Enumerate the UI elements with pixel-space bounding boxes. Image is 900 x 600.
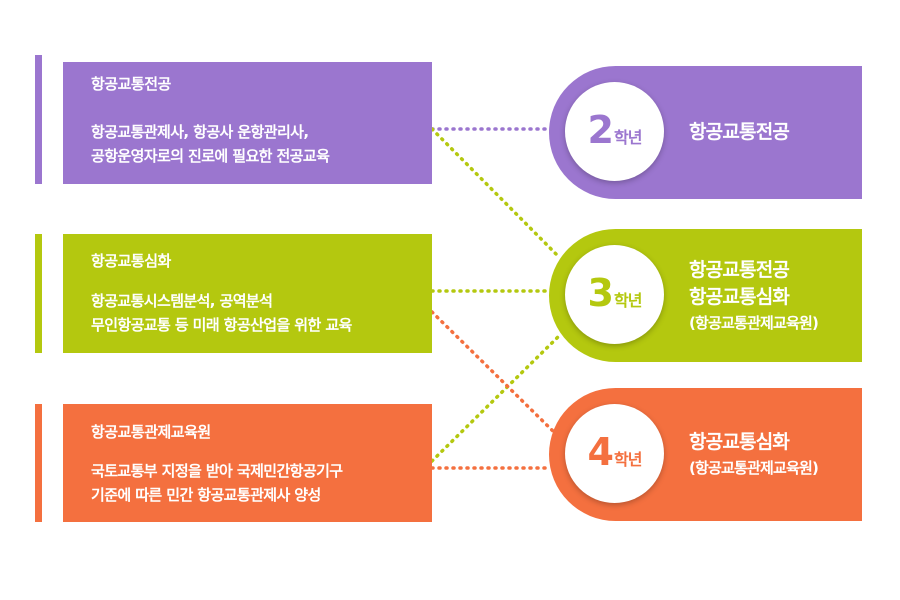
year3-line1: 항공교통전공 <box>689 258 790 281</box>
track1-desc-line1: 항공교통관제사, 항공사 운항관리사, <box>91 123 309 141</box>
track2-desc-line2: 무인항공교통 등 미래 항공산업을 위한 교육 <box>91 316 352 334</box>
year2-number: 2 <box>587 108 614 152</box>
track3-desc-line2: 기준에 따른 민간 항공교통관제사 양성 <box>91 486 321 504</box>
year3-number: 3 <box>587 271 614 315</box>
year3-label: 항공교통전공 항공교통심화 (항공교통관제교육원) <box>689 229 819 362</box>
year2-badge: 2 학년 <box>565 82 664 181</box>
year4-number: 4 <box>587 430 614 474</box>
track3-accent-bar <box>35 404 42 522</box>
track1-accent-bar <box>35 55 42 184</box>
year3-pill: 3 학년 항공교통전공 항공교통심화 (항공교통관제교육원) <box>549 229 862 362</box>
year2-line1: 항공교통전공 <box>689 121 790 143</box>
connector-track2-year4 <box>430 310 562 440</box>
year4-sub: (항공교통관제교육원) <box>689 459 819 477</box>
track1-desc: 항공교통관제사, 항공사 운항관리사, 공항운영자로의 진로에 필요한 전공교육 <box>91 120 330 168</box>
year3-unit: 학년 <box>614 291 642 310</box>
year2-pill: 2 학년 항공교통전공 <box>549 66 862 199</box>
track2-box: 항공교통심화 항공교통시스템분석, 공역분석 무인항공교통 등 미래 항공산업을… <box>63 234 432 353</box>
track2-accent-bar <box>35 234 42 353</box>
track2-desc-line1: 항공교통시스템분석, 공역분석 <box>91 292 273 310</box>
connector-track1-year3 <box>430 127 562 260</box>
track3-title: 항공교통관제교육원 <box>91 423 211 441</box>
track1-title: 항공교통전공 <box>91 75 171 93</box>
year4-pill: 4 학년 항공교통심화 (항공교통관제교육원) <box>549 388 862 521</box>
year4-label: 항공교통심화 (항공교통관제교육원) <box>689 388 819 521</box>
year2-unit: 학년 <box>614 128 642 147</box>
year4-unit: 학년 <box>614 450 642 469</box>
year3-sub: (항공교통관제교육원) <box>689 313 819 332</box>
track2-title: 항공교통심화 <box>91 252 171 270</box>
track3-box: 항공교통관제교육원 국토교통부 지정을 받아 국제민간항공기구 기준에 따른 민… <box>63 404 432 522</box>
year2-label: 항공교통전공 <box>689 66 790 199</box>
year4-line1: 항공교통심화 <box>689 431 790 453</box>
year3-line2: 항공교통심화 <box>689 285 790 308</box>
track1-box: 항공교통전공 항공교통관제사, 항공사 운항관리사, 공항운영자로의 진로에 필… <box>63 62 432 184</box>
track3-desc-line1: 국토교통부 지정을 받아 국제민간항공기구 <box>91 462 343 480</box>
track1-desc-line2: 공항운영자로의 진로에 필요한 전공교육 <box>91 147 330 165</box>
year3-badge: 3 학년 <box>565 245 664 344</box>
connector-track3-year3 <box>430 333 562 463</box>
track3-desc: 국토교통부 지정을 받아 국제민간항공기구 기준에 따른 민간 항공교통관제사 … <box>91 459 343 507</box>
year4-badge: 4 학년 <box>565 404 664 503</box>
track2-desc: 항공교통시스템분석, 공역분석 무인항공교통 등 미래 항공산업을 위한 교육 <box>91 289 352 337</box>
